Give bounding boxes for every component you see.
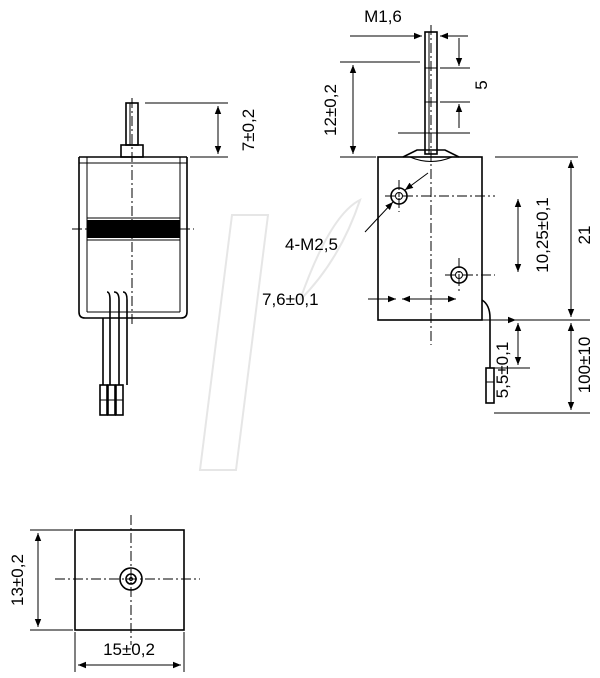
dim-body-13: 13±0,2 bbox=[8, 529, 73, 631]
label-thread-m16: M1,6 bbox=[364, 7, 402, 26]
dim-lead-55: 5,5±0,1 bbox=[490, 316, 530, 399]
watermark-logo bbox=[198, 198, 362, 471]
dim-pitch-1025: 10,25±0,1 bbox=[514, 197, 552, 273]
label-plunger-12: 12±0,2 bbox=[321, 84, 340, 136]
dim-thread-m16: M1,6 bbox=[350, 7, 468, 40]
dim-height-21: 21 bbox=[482, 156, 594, 321]
top-view bbox=[55, 515, 200, 645]
label-side-7: 7±0,2 bbox=[239, 109, 258, 151]
label-lead-55: 5,5±0,1 bbox=[493, 342, 512, 399]
label-stroke-5: 5 bbox=[472, 80, 491, 89]
leader-holes-4m25: 4-M2,5 bbox=[285, 172, 429, 254]
dim-plunger-12: 12±0,2 bbox=[321, 61, 470, 158]
label-pitch-76: 7,6±0,1 bbox=[262, 290, 319, 309]
dim-pitch-76: 7,6±0,1 bbox=[262, 290, 456, 309]
side-view bbox=[72, 98, 194, 416]
dim-body-15: 15±0,2 bbox=[74, 632, 185, 672]
label-height-21: 21 bbox=[575, 226, 594, 245]
label-body-13: 13±0,2 bbox=[8, 554, 27, 606]
dim-side-7: 7±0,2 bbox=[145, 102, 258, 158]
front-view bbox=[377, 25, 495, 404]
label-lead-100: 100±10 bbox=[575, 337, 594, 394]
dim-stroke-5: 5 bbox=[440, 38, 491, 128]
label-holes-4m25: 4-M2,5 bbox=[285, 235, 338, 254]
label-body-15: 15±0,2 bbox=[103, 640, 155, 659]
dim-lead-100: 100±10 bbox=[494, 323, 594, 414]
label-pitch-1025: 10,25±0,1 bbox=[533, 197, 552, 273]
